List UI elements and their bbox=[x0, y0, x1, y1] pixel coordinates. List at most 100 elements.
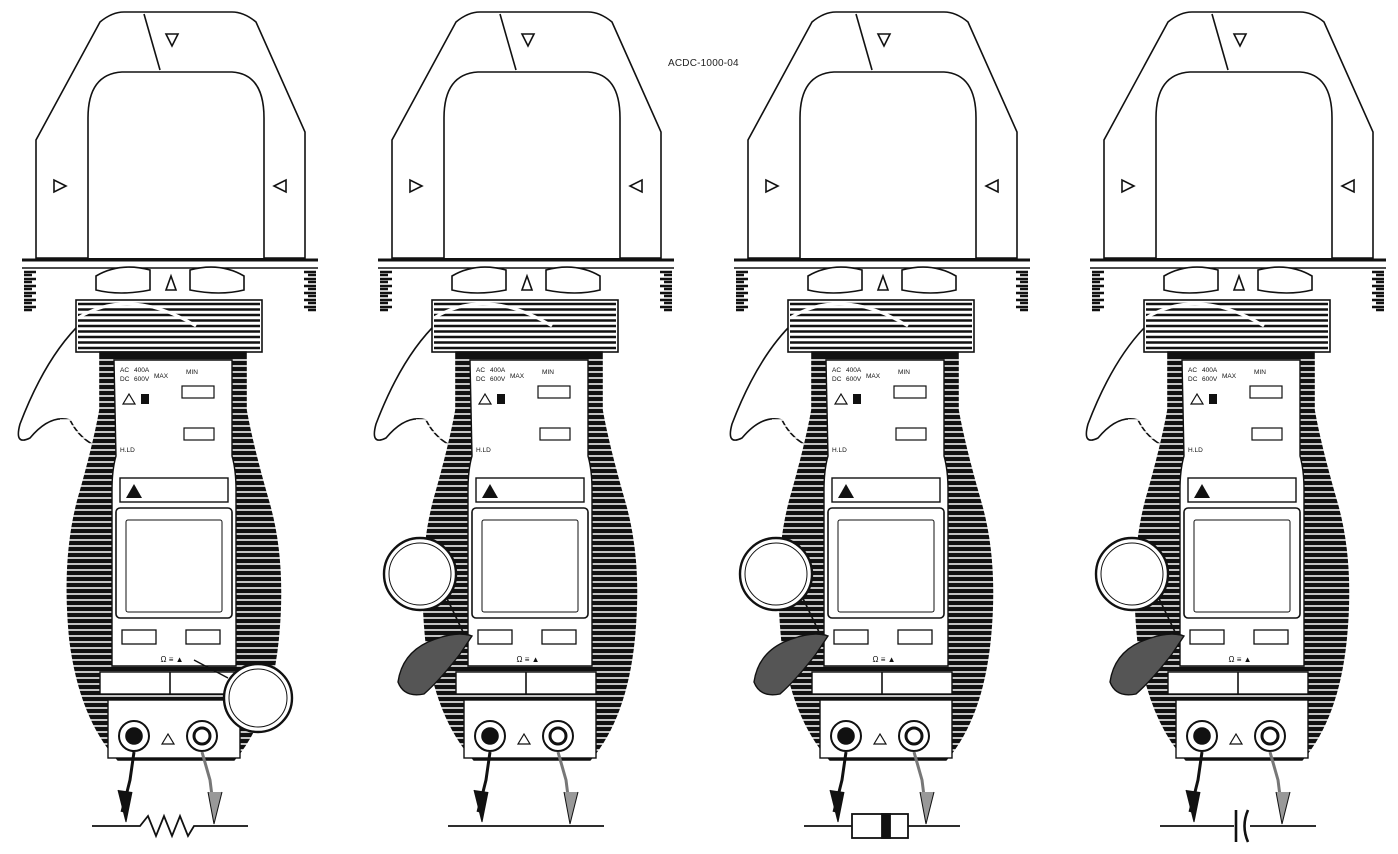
lcd-window bbox=[125, 519, 223, 613]
red-probe-tip bbox=[207, 791, 223, 825]
red-probe-tip bbox=[1275, 791, 1291, 825]
jack-warning-icon bbox=[1228, 732, 1244, 745]
pointing-hand-icon bbox=[1109, 633, 1186, 696]
clamp-jaw-opening bbox=[799, 71, 977, 258]
lcd-window bbox=[481, 519, 579, 613]
diode-band bbox=[881, 813, 891, 839]
max-label: MAX bbox=[154, 373, 169, 380]
range-label: 400A bbox=[134, 367, 150, 374]
minmax-label: MIN bbox=[186, 369, 198, 376]
rotary-knob-icon bbox=[141, 394, 149, 404]
component-under-test bbox=[92, 813, 248, 839]
jaw-center-marker bbox=[876, 273, 890, 291]
jaw-marker-icon bbox=[272, 178, 287, 194]
function-legend: Ω ≡ ▲ bbox=[1228, 655, 1251, 664]
warning-icon bbox=[477, 392, 493, 405]
select-callout-inner bbox=[744, 542, 808, 606]
rotary-knob-icon bbox=[853, 394, 861, 404]
com-jack-plug bbox=[125, 727, 143, 745]
diode-body bbox=[851, 813, 909, 839]
range-label: 400A bbox=[846, 367, 862, 374]
jaw-split-line bbox=[855, 13, 873, 71]
zero-button bbox=[183, 427, 215, 441]
range-label: 400A bbox=[490, 367, 506, 374]
head-stripes bbox=[78, 302, 260, 350]
range-label-ac: AC bbox=[476, 367, 485, 374]
figure-code: ACDC-1000-04 bbox=[668, 58, 739, 69]
max-min-button bbox=[181, 385, 215, 399]
jaw-marker-icon bbox=[984, 178, 999, 194]
rotary-knob-icon bbox=[497, 394, 505, 404]
range-label: 600V bbox=[846, 376, 862, 383]
range-label: 400A bbox=[1202, 367, 1218, 374]
range-label-dc: DC bbox=[120, 376, 130, 383]
input-jack-plug bbox=[192, 726, 212, 746]
jaw-center-marker bbox=[520, 273, 534, 291]
red-probe-tip bbox=[919, 791, 935, 825]
range-label-dc: DC bbox=[832, 376, 842, 383]
range-label: 600V bbox=[490, 376, 506, 383]
jaw-marker-icon bbox=[409, 178, 424, 194]
minmax-label: MIN bbox=[898, 369, 910, 376]
range-label-ac: AC bbox=[120, 367, 129, 374]
range-label-ac: AC bbox=[832, 367, 841, 374]
jaw-trigger bbox=[17, 321, 101, 449]
hold-label: H.LD bbox=[1188, 447, 1203, 454]
input-jack-plug bbox=[1260, 726, 1280, 746]
backlight-button bbox=[897, 629, 933, 645]
jaw-pivot-right bbox=[901, 266, 957, 294]
jaw-pivot-left bbox=[807, 266, 863, 294]
brand-plate bbox=[119, 477, 229, 503]
red-probe-tip bbox=[563, 791, 579, 825]
pointing-hand-icon bbox=[753, 633, 830, 696]
select-callout-inner bbox=[388, 542, 452, 606]
lead-wire bbox=[1145, 302, 1265, 328]
component-under-test bbox=[1160, 809, 1316, 843]
function-button bbox=[477, 629, 513, 645]
capacitor-plate-curved bbox=[1243, 809, 1250, 843]
com-jack-plug bbox=[1193, 727, 1211, 745]
jaw-trigger bbox=[729, 321, 813, 449]
lcd-window bbox=[1193, 519, 1291, 613]
clamp-jaw-opening bbox=[1155, 71, 1333, 258]
jack-warning-icon bbox=[516, 732, 532, 745]
jaw-center-marker bbox=[164, 273, 178, 291]
jaw-trigger bbox=[1085, 321, 1169, 449]
minmax-label: MIN bbox=[1254, 369, 1266, 376]
zero-button bbox=[895, 427, 927, 441]
brand-plate bbox=[1187, 477, 1297, 503]
jaw-marker-icon bbox=[1340, 178, 1355, 194]
head-stripes bbox=[790, 302, 972, 350]
max-min-button bbox=[893, 385, 927, 399]
jaw-pivot-left bbox=[451, 266, 507, 294]
zero-button bbox=[1251, 427, 1283, 441]
hold-label: H.LD bbox=[832, 447, 847, 454]
jaw-marker-icon bbox=[628, 178, 643, 194]
range-label-dc: DC bbox=[476, 376, 486, 383]
component-under-test bbox=[804, 813, 960, 839]
backlight-button bbox=[1253, 629, 1289, 645]
collar-ribs bbox=[24, 270, 316, 312]
jaw-center-marker bbox=[1232, 273, 1246, 291]
collar-ribs bbox=[1092, 270, 1384, 312]
function-button bbox=[1189, 629, 1225, 645]
lead-wire bbox=[789, 302, 909, 328]
brand-logo-icon bbox=[1194, 484, 1210, 498]
black-probe-tip bbox=[829, 789, 845, 823]
jaw-trigger bbox=[373, 321, 457, 449]
range-label-ac: AC bbox=[1188, 367, 1197, 374]
function-legend: Ω ≡ ▲ bbox=[872, 655, 895, 664]
jaw-marker-icon bbox=[876, 33, 892, 48]
max-min-button bbox=[537, 385, 571, 399]
collar-ribs bbox=[380, 270, 672, 312]
lead-wire bbox=[77, 302, 197, 328]
brand-logo-icon bbox=[838, 484, 854, 498]
jaw-pivot-right bbox=[545, 266, 601, 294]
com-jack-plug bbox=[837, 727, 855, 745]
warning-icon bbox=[1189, 392, 1205, 405]
jaw-pivot-left bbox=[95, 266, 151, 294]
